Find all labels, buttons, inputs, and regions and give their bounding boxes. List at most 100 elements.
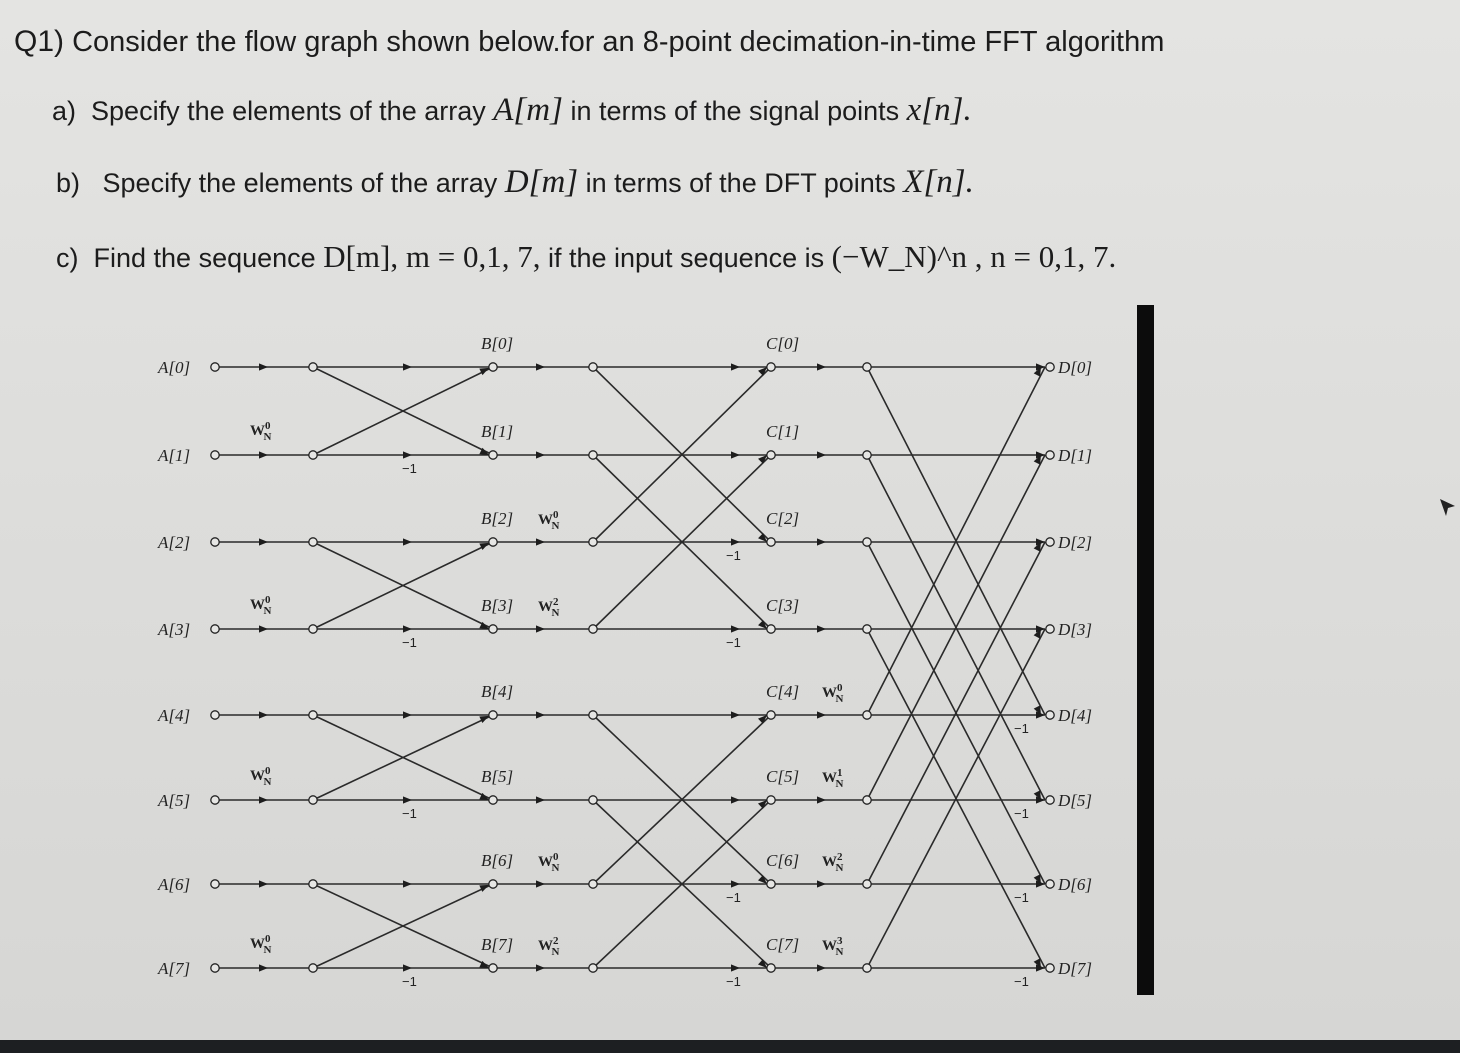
arrowhead (1036, 451, 1045, 459)
arrowhead (1033, 542, 1041, 552)
stage2-label: C[7] (766, 935, 799, 954)
stage1-label: B[1] (481, 422, 513, 441)
butterfly-edge (866, 541, 1046, 885)
input-label: A[5] (157, 791, 190, 810)
arrowhead (731, 964, 740, 972)
butterfly-edge (866, 628, 1046, 969)
branch-node (588, 879, 598, 889)
stage2-label: C[2] (766, 509, 799, 528)
output-label: D[5] (1057, 791, 1092, 810)
arrowhead (259, 880, 268, 888)
arrowhead (731, 625, 740, 633)
input-node (210, 450, 220, 460)
arrowhead (1036, 964, 1045, 972)
branch-node (862, 879, 872, 889)
arrowhead (479, 715, 489, 723)
arrowhead (479, 960, 489, 968)
input-node (210, 624, 220, 634)
output-label: D[1] (1057, 446, 1092, 465)
minus-one-label: −1 (726, 890, 741, 905)
arrowhead (757, 800, 767, 809)
minus-one-label: −1 (1014, 890, 1029, 905)
branch-node (588, 963, 598, 973)
stage2-label: C[6] (766, 851, 799, 870)
arrowhead (817, 451, 826, 459)
question-text: Consider the flow graph shown below.for … (72, 26, 1165, 58)
flow-graph-labels: A[0]D[0]A[1]D[1]A[2]D[2]A[3]D[3]A[4]D[4]… (157, 334, 1092, 989)
branch-node (308, 879, 318, 889)
arrowhead (731, 451, 740, 459)
output-label: D[0] (1057, 358, 1092, 377)
branch-node (588, 710, 598, 720)
arrowhead (403, 451, 412, 459)
part-text: Find the sequence (93, 243, 316, 273)
arrowhead (1033, 874, 1041, 884)
stage2-node (766, 624, 776, 634)
arrowhead (731, 880, 740, 888)
part-a: a) Specify the elements of the array A[m… (52, 90, 972, 131)
butterfly-edge (866, 454, 1046, 801)
arrowhead (259, 796, 268, 804)
stage1-node (488, 879, 498, 889)
minus-one-label: −1 (726, 548, 741, 563)
arrowhead (1033, 455, 1041, 465)
butterfly-edge (312, 541, 494, 630)
part-text: if the input sequence is (547, 243, 825, 273)
arrowhead (479, 621, 489, 629)
part-label: a) (52, 96, 77, 126)
arrowhead (479, 542, 489, 551)
branch-node (588, 795, 598, 805)
arrowhead (817, 796, 826, 804)
stage2-node (766, 537, 776, 547)
output-label: D[3] (1057, 620, 1092, 639)
arrowhead (479, 447, 489, 455)
stage1-node (488, 450, 498, 460)
arrowhead (536, 796, 545, 804)
butterfly-edge (592, 454, 772, 630)
arrowhead (757, 875, 767, 884)
input-label: A[2] (157, 533, 190, 552)
right-divider-bar (1137, 305, 1154, 995)
input-label: A[7] (157, 959, 190, 978)
minus-one-label: −1 (402, 461, 417, 476)
math-expression: A[m] (493, 92, 563, 128)
part-label: c) (56, 243, 79, 273)
screen-bottom-bezel (0, 1040, 1460, 1053)
arrowhead (403, 796, 412, 804)
arrowhead (536, 363, 545, 371)
arrowhead (536, 880, 545, 888)
arrowhead (403, 363, 412, 371)
input-label: A[3] (157, 620, 190, 639)
output-node (1045, 879, 1055, 889)
stage1-label: B[0] (481, 334, 513, 353)
stage2-label: C[1] (766, 422, 799, 441)
arrowhead (1036, 711, 1045, 719)
arrowhead (1036, 880, 1045, 888)
minus-one-label: −1 (726, 974, 741, 989)
arrowhead (1033, 629, 1041, 639)
branch-node (308, 624, 318, 634)
arrowhead (757, 959, 767, 968)
output-node (1045, 710, 1055, 720)
arrowhead (1036, 625, 1045, 633)
output-node (1045, 795, 1055, 805)
input-label: A[4] (157, 706, 190, 725)
output-node (1045, 537, 1055, 547)
arrowhead (1033, 705, 1041, 715)
input-node (210, 537, 220, 547)
minus-one-label: −1 (402, 974, 417, 989)
arrowhead (259, 711, 268, 719)
math-expression: X[n]. (903, 164, 974, 200)
arrowhead (817, 711, 826, 719)
input-node (210, 963, 220, 973)
question-block: Q1) Consider the flow graph shown below.… (14, 22, 1434, 62)
branch-node (308, 795, 318, 805)
minus-one-label: −1 (1014, 806, 1029, 821)
output-node (1045, 963, 1055, 973)
branch-node (308, 537, 318, 547)
minus-one-label: −1 (402, 635, 417, 650)
arrowhead (403, 538, 412, 546)
